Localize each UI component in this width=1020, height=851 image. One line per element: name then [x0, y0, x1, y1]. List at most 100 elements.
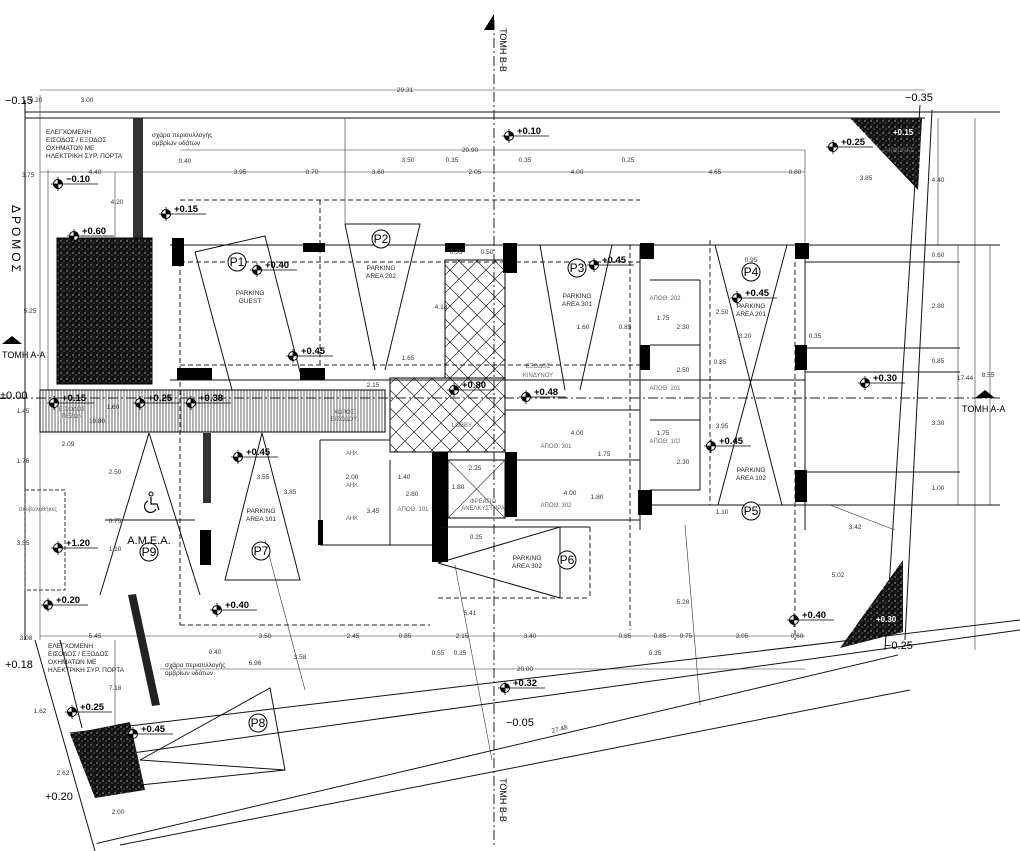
parking-badge: [248, 713, 268, 733]
dimension-label: 0.85: [654, 633, 667, 640]
level-label: +0.25: [148, 393, 173, 404]
dimension-lines: [24, 89, 1000, 790]
dimension-label: 3.60: [372, 169, 385, 176]
dimension-label: 1.80: [452, 484, 465, 491]
parking-label-p4: AREA 201: [736, 311, 766, 318]
dimension-label: 4.20: [111, 199, 124, 206]
planter-top-left: [56, 237, 153, 385]
dimension-label: 4.18: [435, 304, 448, 311]
level-marker-icon: [498, 681, 545, 695]
room-label: ΑΠΟΘ. 301: [540, 444, 572, 450]
level-label: +0.60: [82, 226, 106, 237]
wheelchair-icon: [144, 491, 160, 513]
dimension-label: 4.00: [571, 169, 584, 176]
dimension-label: 0.85: [399, 633, 412, 640]
level-label: +0.20: [56, 595, 80, 606]
section-bb-bottom-label: ΤΟΜΗ Β-Β: [498, 778, 508, 822]
level-marker-icon: [286, 349, 333, 363]
dimension-label: 1.65: [402, 355, 415, 362]
dimension-label: 17.44: [957, 375, 974, 382]
parking-label-p1: GUEST: [239, 298, 261, 305]
dimension-label: 0.80: [789, 169, 802, 176]
planter-bottom-left: [70, 722, 145, 798]
parking-label-p2: PARKING: [367, 265, 396, 272]
dimension-label: 2.05: [469, 169, 482, 176]
level-label: −0.15: [5, 95, 33, 107]
parking-id-p9: P9: [142, 545, 157, 559]
level-marker-icon: [231, 450, 278, 464]
dimension-label: 0.40: [209, 649, 222, 656]
dimension-label: 5.28: [677, 599, 690, 606]
level-label: +0.18: [5, 659, 33, 671]
parking-label-p6: PARKING: [513, 555, 542, 562]
level-label: +1.20: [66, 538, 90, 549]
dimension-label: 0.60: [791, 633, 804, 640]
dimension-label: 2.09: [62, 441, 75, 448]
gate-note-top: ΕΙΣΟΔΟΣ / ΕΞΟΔΟΣ: [46, 137, 107, 144]
level-marker-icon: [502, 129, 549, 143]
dimension-label: 3.85: [860, 175, 873, 182]
room-label: LOBBY: [452, 423, 472, 429]
dimension-label: 0.50: [481, 249, 494, 256]
dimension-label: 3.30: [932, 420, 945, 427]
level-label: +0.40: [225, 600, 249, 611]
level-label: +0.40: [802, 610, 826, 621]
parking-id-p5: P5: [744, 504, 759, 518]
dimension-label: 2.62: [57, 770, 70, 777]
room-label: ΦΡΕΑΤΙΟ: [470, 499, 497, 505]
level-label: +0.38: [199, 393, 223, 404]
dimension-label: 3.42: [849, 524, 862, 531]
dimension-label: 0.75: [680, 633, 693, 640]
level-marker-icon: [250, 263, 297, 277]
dimension-label: 1.75: [657, 430, 670, 437]
level-label: +0.45: [745, 288, 770, 299]
parking-badge: [567, 258, 587, 278]
gate-note-bottom: ΟΧΗΜΑΤΩΝ ΜΕ: [48, 659, 97, 666]
dimension-label: 1.62: [34, 708, 47, 715]
room-label: ΑΠΟΘ. 202: [649, 296, 681, 302]
dimension-label: 0.85: [932, 358, 945, 365]
parking-badge: [139, 542, 159, 562]
dimension-label: 2.25: [469, 465, 482, 472]
dimension-label: 5.45: [89, 633, 102, 640]
room-label: ΑΠΟΘ. 101: [397, 507, 429, 513]
parking-id-p6: P6: [560, 553, 575, 567]
dimension-label: 3.50: [402, 157, 415, 164]
level-marker-icon: [210, 603, 257, 617]
dimension-label: 27.48: [551, 724, 569, 735]
dimension-label: 0.60: [932, 252, 945, 259]
room-label: ΕΞΟΔΟΣ: [526, 364, 551, 370]
dimension-label: 0.35: [446, 157, 459, 164]
dimension-label: 0.70: [306, 169, 319, 176]
dimension-label: 1.10: [109, 546, 122, 553]
section-bb-top-label: ΤΟΜΗ Β-Β: [498, 28, 508, 72]
level-label: +0.25: [80, 702, 105, 713]
refuse-bins: [24, 489, 66, 591]
dimension-label: 8.55: [982, 372, 995, 379]
level-label: +0.20: [45, 791, 73, 803]
level-label: +0.10: [517, 126, 541, 137]
room-label: ΚΙΝΔΥΝΟΥ: [523, 373, 553, 379]
level-marker-icon: [126, 727, 173, 741]
level-label: +0.25: [841, 137, 866, 148]
level-label: +0.15: [62, 393, 87, 404]
room-label: ανθώνας: [95, 756, 121, 764]
parking-badge: [741, 262, 761, 282]
dimension-label: 20.90: [462, 147, 479, 154]
level-marker-icon: [51, 541, 98, 555]
dimension-label: 3.85: [284, 489, 297, 496]
dimension-label: 5.41: [464, 610, 477, 617]
dimension-label: 4.00: [564, 490, 577, 497]
dimension-label: 3.45: [367, 508, 380, 515]
dimension-label: 0.85: [619, 633, 632, 640]
level-marker-icon: [858, 376, 905, 390]
parking-outlines: [99, 223, 788, 786]
level-label: +0.15: [893, 128, 914, 137]
parking-label-p4: PARKING: [737, 303, 766, 310]
dimension-label: 10.80: [89, 418, 106, 425]
dimension-label: 2.15: [367, 382, 380, 389]
dimension-label: 1.10: [716, 509, 729, 516]
parking-label-p7: AREA 101: [246, 516, 276, 523]
